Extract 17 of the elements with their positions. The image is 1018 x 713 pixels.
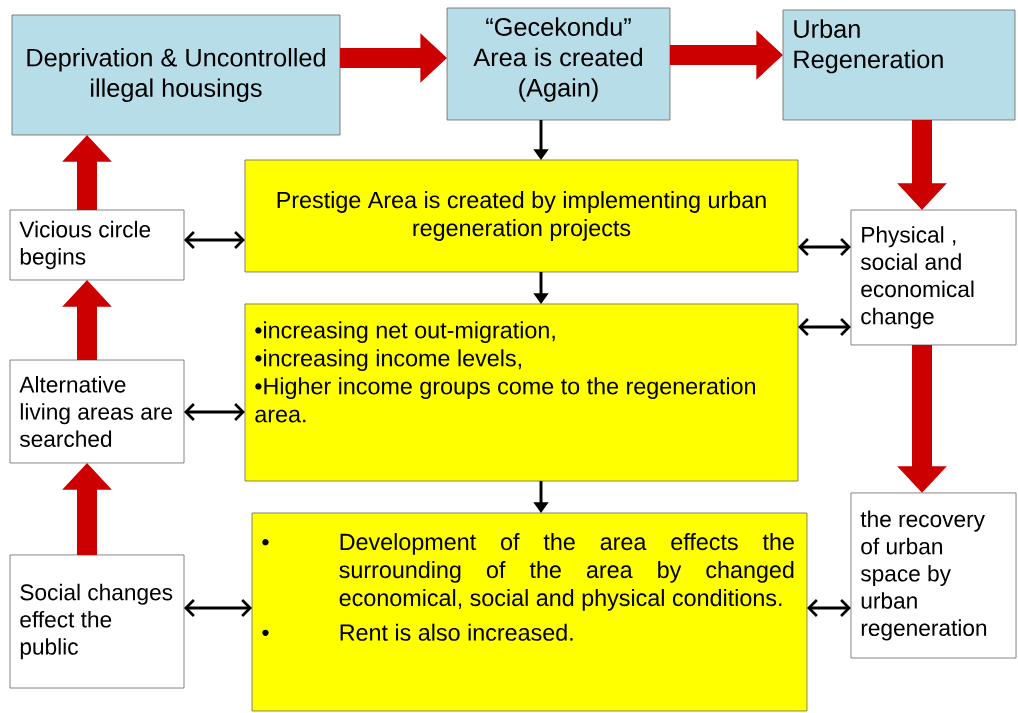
note-box: Alternative living areas are searched (9, 359, 185, 464)
double-arrow (184, 403, 245, 421)
process-box: Deprivation & Uncontrolled illegal housings (11, 14, 341, 136)
note-box: Vicious circle begins (9, 209, 185, 281)
process-box: •increasing net out-migration, •increasing income levels, •Higher income groups come to the regeneration area. (244, 303, 799, 482)
double-arrow (184, 599, 253, 617)
process-box: Prestige Area is created by implementing urban regeneration projects (244, 159, 799, 273)
double-arrow (184, 231, 245, 249)
note-box: Physical , social and economical change (850, 209, 1017, 346)
process-box: Urban Regeneration (782, 9, 1016, 121)
note-box: the recovery of urban space by urban regeneration (850, 492, 1017, 659)
note-box: Social changes effect the public (9, 554, 185, 689)
process-box: “Gecekondu” Area is created (Again) (446, 7, 671, 121)
double-arrow (798, 238, 851, 256)
process-box: • Development of the area effects the surrounding of the area by changed economical, social and physical conditions. • Rent is also increased. (251, 512, 808, 712)
double-arrow (798, 318, 851, 336)
double-arrow (806, 599, 851, 617)
